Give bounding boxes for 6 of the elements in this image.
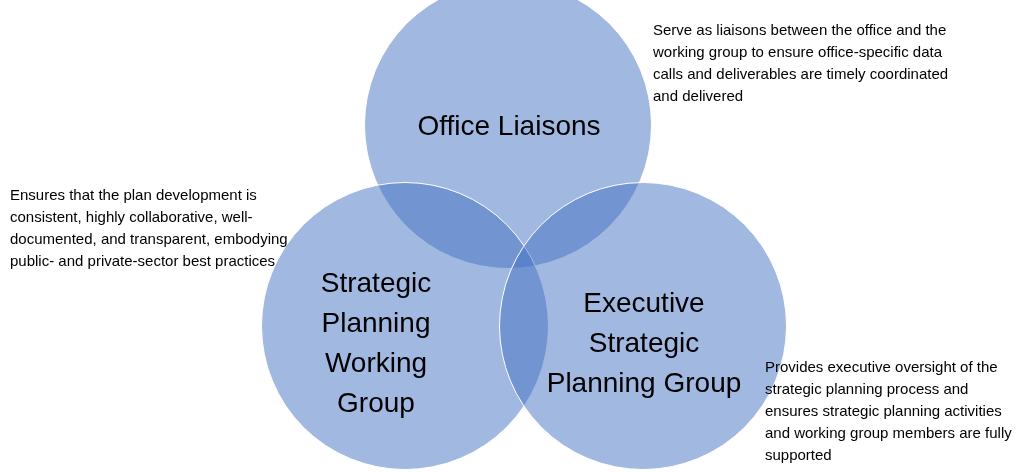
description-text: Serve as liaisons between the office and the working group to ensure office-specific data calls and deliverables are timely coordinated and delivered bbox=[653, 20, 950, 106]
description-text: Ensures that the plan development is consistent, highly collaborative, well-documented, and transparent, embodying public- and private-sector best practices bbox=[10, 185, 289, 271]
description-text: Provides executive oversight of the strategic planning process and ensures strategic planning activities and working group members are fully supported bbox=[765, 357, 1013, 465]
circle-label: Office Liaisons bbox=[416, 109, 602, 143]
circle-label: Executive Strategic Planning Group bbox=[545, 286, 743, 400]
circle-label: Strategic Planning Working Group bbox=[319, 266, 433, 420]
